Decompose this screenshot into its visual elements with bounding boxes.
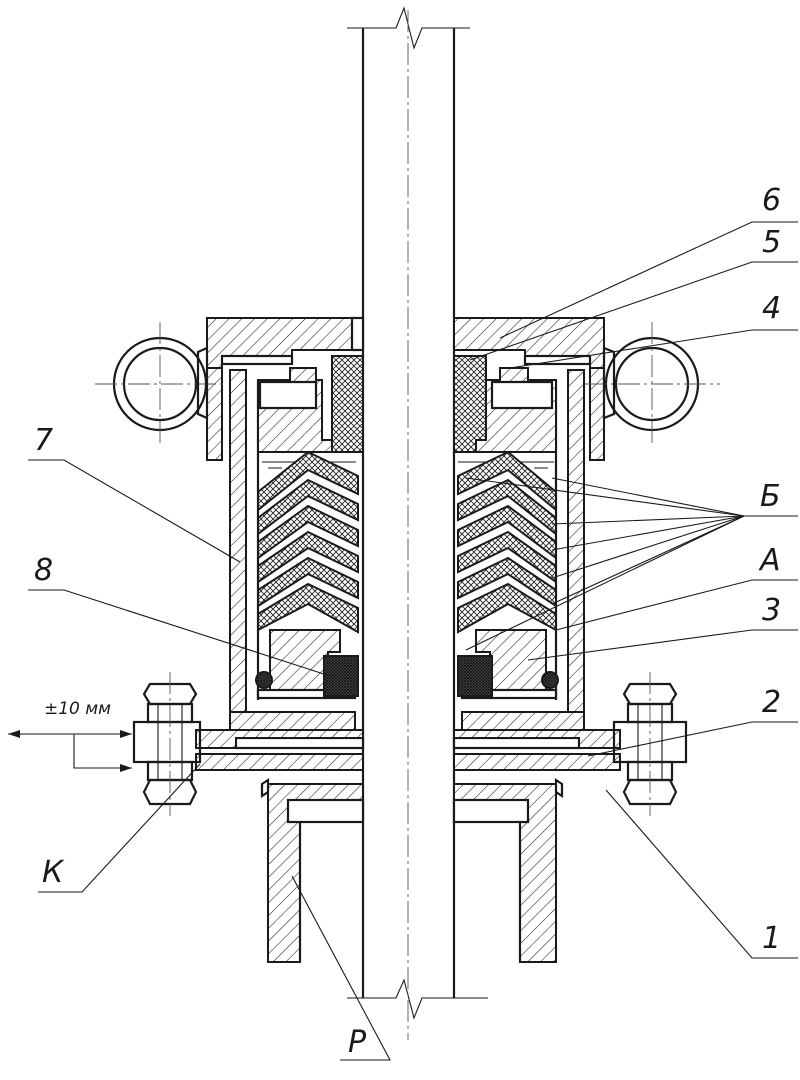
label-part-2: 2 [762, 685, 781, 720]
ring-tube-left [95, 322, 225, 446]
inner-ring-4-right [453, 355, 557, 453]
support-ring-3-right [460, 629, 559, 700]
inner-ring-4-left [257, 355, 364, 453]
label-zone-p: Р [348, 1025, 367, 1060]
label-zone-k: К [42, 855, 65, 890]
liquid-zone [262, 461, 554, 469]
label-zone-b: Б [760, 479, 781, 514]
leader-lines [8, 221, 798, 1061]
label-part-8: 8 [34, 553, 53, 588]
label-part-7: 7 [34, 423, 53, 458]
label-part-1: 1 [762, 921, 781, 956]
washer-5 [220, 354, 592, 366]
bolt-right [612, 672, 688, 816]
label-part-4: 4 [762, 291, 781, 326]
label-part-6: 6 [762, 183, 781, 218]
ring-tube-right [585, 322, 720, 446]
flange-plate [195, 729, 621, 771]
dimension-offset: ±10 мм [44, 699, 111, 719]
support-ring-3-left [255, 629, 357, 700]
label-part-3: 3 [762, 593, 781, 628]
chevron-packing-right [457, 450, 557, 634]
label-zone-a: А [758, 543, 781, 578]
label-part-5: 5 [762, 225, 781, 260]
shaft [347, 6, 488, 1040]
chevron-packing-left [257, 450, 359, 634]
bottom-sleeve [260, 777, 564, 963]
bolt-left [132, 672, 202, 816]
